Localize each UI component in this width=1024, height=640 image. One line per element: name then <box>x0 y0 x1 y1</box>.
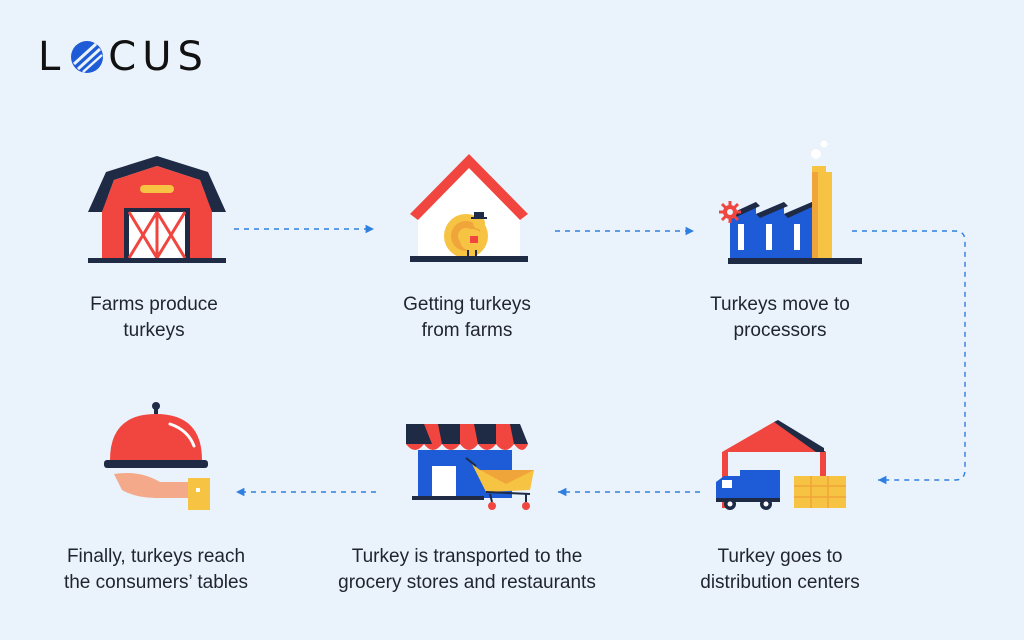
logo-letter-l: L <box>38 34 67 80</box>
step-label-consumers: Finally, turkeys reach the consumers’ ta… <box>63 546 249 593</box>
arrow-factory-to-distribution <box>852 230 966 485</box>
barn-icon <box>88 156 226 263</box>
boxes-icon <box>794 476 846 508</box>
turkey-coop-icon <box>410 154 528 262</box>
gear-icon <box>719 201 741 223</box>
store-cart-icon <box>406 424 534 510</box>
step-label-farms: Farms produce turkeys <box>90 294 218 341</box>
serving-cloche-icon <box>104 402 210 510</box>
step-label-grocery-stores: Turkey is transported to the grocery sto… <box>338 546 596 593</box>
truck-icon <box>716 470 780 510</box>
step-label-processors: Turkeys move to processors <box>710 294 850 341</box>
turkey-icon <box>444 212 488 258</box>
brand-logo: L CUS <box>38 34 209 80</box>
truck-warehouse-icon <box>716 420 846 510</box>
hand-icon <box>114 473 210 510</box>
shopping-cart-icon <box>465 457 534 510</box>
globe-icon <box>71 41 104 73</box>
factory-icon <box>719 140 862 264</box>
logo-letters-cus: CUS <box>108 34 209 80</box>
step-label-distribution: Turkey goes to distribution centers <box>700 546 860 593</box>
step-label-getting-turkeys: Getting turkeys from farms <box>403 294 531 341</box>
